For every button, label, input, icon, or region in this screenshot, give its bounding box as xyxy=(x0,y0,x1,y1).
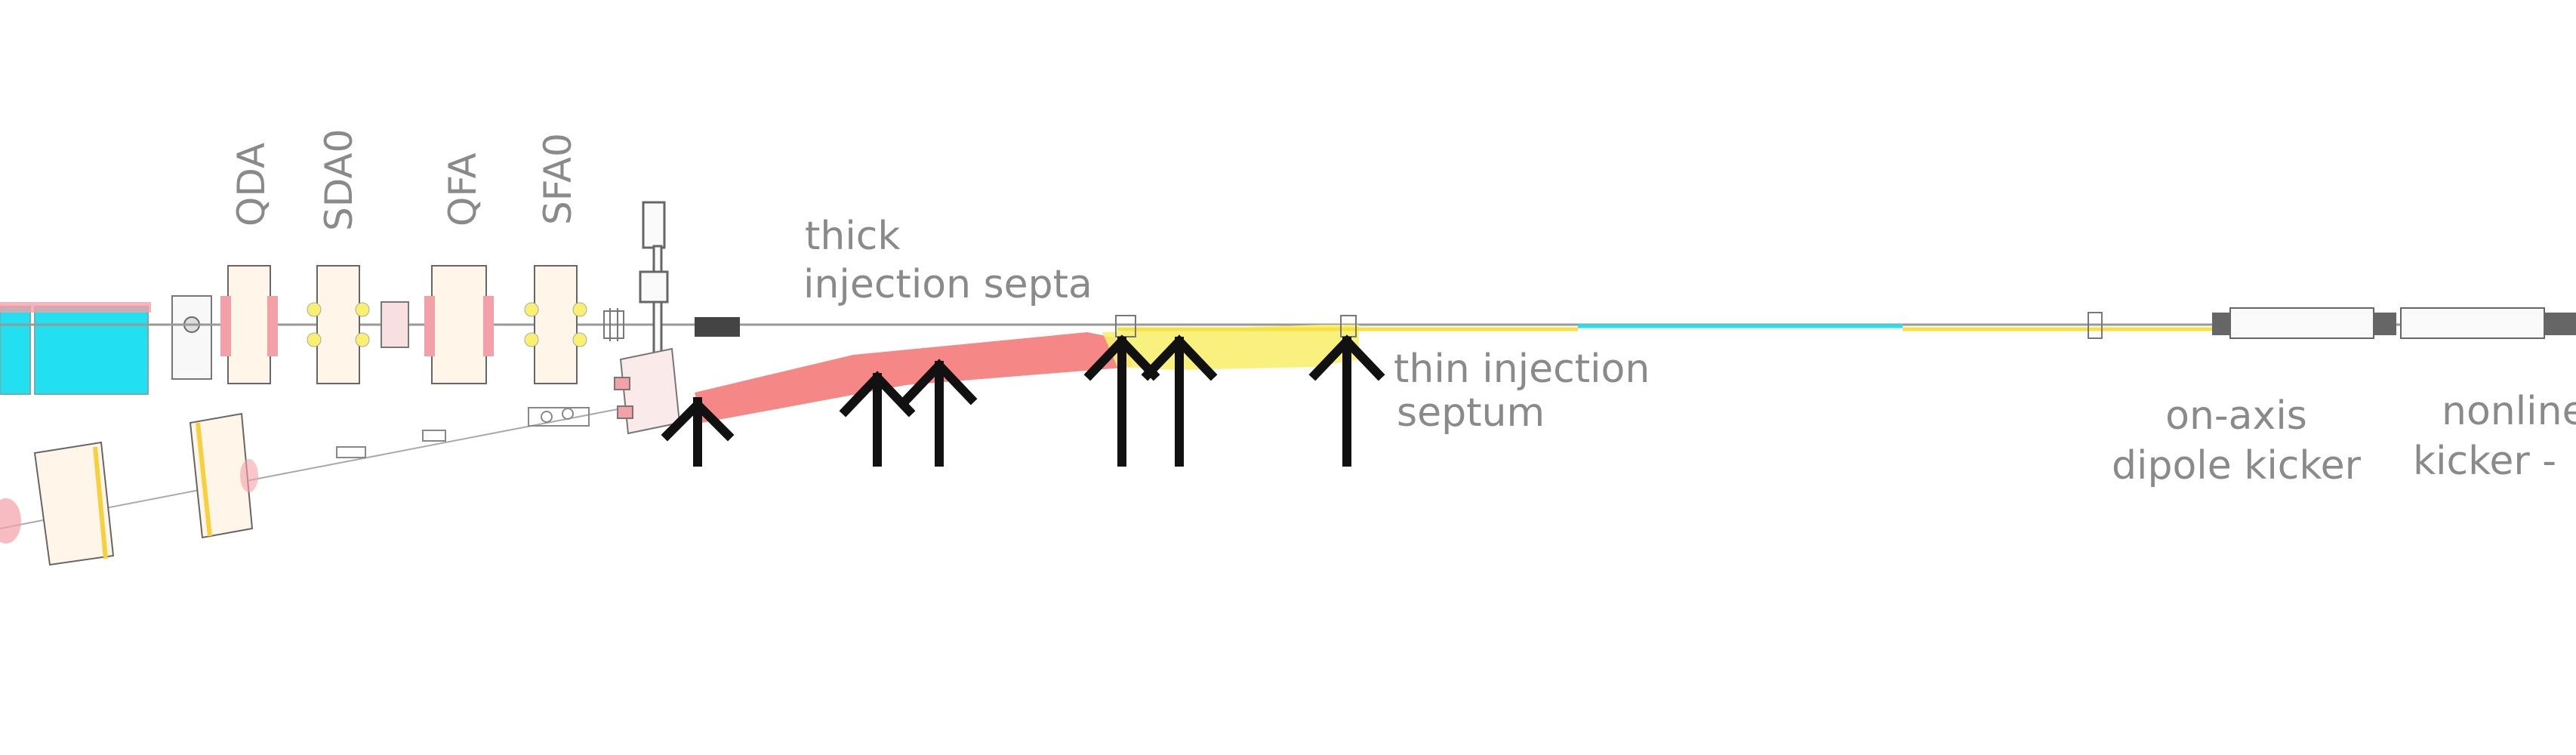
nonlinear-kicker-label-line2: kicker - xyxy=(2413,439,2556,484)
pink-coil-strip xyxy=(0,302,151,313)
magnet-label-sda0: SDA0 xyxy=(317,129,361,231)
magnet-sda0 xyxy=(307,265,370,384)
flange-3 xyxy=(2088,312,2103,339)
cyan-dipole-block-2 xyxy=(34,306,149,395)
transfer-quad-1 xyxy=(33,441,115,566)
thin-septum-label-line2: septum xyxy=(1397,390,1545,436)
transfer-line xyxy=(0,347,681,566)
injection-port xyxy=(699,317,717,335)
dipole-kicker-label-line2: dipole kicker xyxy=(2112,443,2362,488)
up-arrow-icon xyxy=(839,371,916,467)
magnet-label-sfa0: SFA0 xyxy=(536,133,580,225)
transfer-diagnostics xyxy=(336,407,590,458)
transfer-coil-left xyxy=(0,498,21,544)
up-arrow-icon xyxy=(1308,334,1385,467)
septum-entrance-block xyxy=(614,347,681,435)
ring-beamline-left xyxy=(0,201,2576,395)
thick-septum-magnet xyxy=(695,332,1132,423)
up-arrow-icon xyxy=(901,359,978,467)
thin-septum-label-line1: thin injection xyxy=(1394,347,1650,392)
dipole-kicker-flange-right xyxy=(2374,313,2396,335)
cyan-dipole-block-1 xyxy=(0,306,31,395)
corrector-block xyxy=(381,301,409,348)
up-arrow-icon xyxy=(1141,334,1218,467)
magnet-label-qfa: QFA xyxy=(441,153,485,226)
magnet-qfa xyxy=(424,265,494,384)
septum-feedthrough-stand xyxy=(639,201,669,361)
dipole-kicker-label-line1: on-axis xyxy=(2165,393,2307,439)
magnet-qda xyxy=(220,265,278,384)
nonlinear-kicker-flange xyxy=(2544,313,2576,335)
up-arrow-icon xyxy=(661,397,735,467)
nonlinear-kicker-label-line1: nonline xyxy=(2442,389,2576,434)
magnet-sfa0 xyxy=(524,265,587,384)
nonlinear-kicker-tank xyxy=(2400,307,2545,339)
septa-arrows xyxy=(661,334,1385,467)
up-arrow-icon xyxy=(1083,334,1160,467)
thick-septa-label-line2: injection septa xyxy=(803,262,1092,307)
magnet-label-qda: QDA xyxy=(230,143,273,226)
bellows xyxy=(603,308,624,341)
kicker-region xyxy=(2212,307,2576,339)
dipole-kicker-tank xyxy=(2229,307,2374,339)
transfer-beam-pipe xyxy=(0,399,665,529)
thick-septa-label-line1: thick xyxy=(805,214,901,259)
dipole-kicker-flange-left xyxy=(2212,313,2230,335)
beamline-flange xyxy=(171,295,212,380)
